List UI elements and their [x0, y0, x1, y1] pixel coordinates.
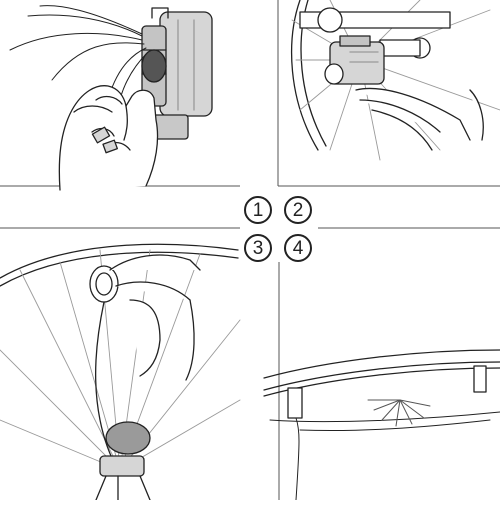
wire-loop [89, 265, 119, 471]
hand [109, 254, 201, 381]
hand [58, 85, 159, 191]
step-3-label: 3 [244, 234, 272, 262]
light-unit-mounted [324, 35, 385, 85]
step-2-label: 2 [284, 196, 312, 224]
wire-along-spoke [269, 411, 500, 501]
hub-axle [299, 7, 451, 59]
panel-4-light-on-rim [263, 349, 500, 501]
light-unit-body [141, 7, 213, 140]
panel-2-hub-mount [290, 0, 500, 161]
wheel-rim-arc [0, 243, 239, 287]
panel-1-hand-with-light-unit [9, 5, 213, 191]
step-4-label: 4 [284, 234, 312, 262]
light-rays [367, 399, 431, 427]
step-1-label: 1 [244, 196, 272, 224]
spoke-nipples [287, 365, 487, 419]
hub-light-unit [95, 421, 151, 501]
panel-3-wire-on-spokes [0, 243, 241, 501]
hand-fingers [355, 87, 484, 151]
